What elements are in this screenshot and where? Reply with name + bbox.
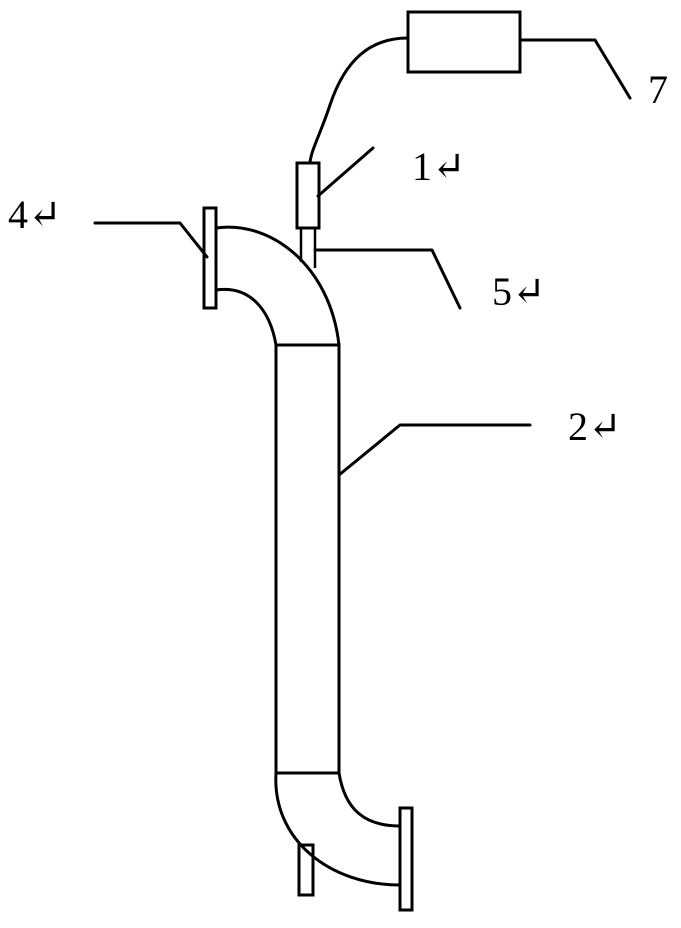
leader-2 [337, 423, 532, 477]
label-2: 2↵ [568, 404, 622, 449]
drain-stub [297, 843, 315, 897]
sensor-body [295, 161, 321, 230]
bottom-elbow-inner [337, 771, 402, 828]
label-5: 5↵ [492, 269, 546, 314]
leader-4 [93, 221, 209, 259]
bottom-elbow-outer [274, 771, 402, 887]
top-flange [202, 206, 218, 310]
leader-5 [313, 248, 462, 310]
top-elbow-inner [214, 287, 278, 347]
leader-7 [518, 38, 632, 100]
sensor-cable [308, 36, 410, 164]
label-1: 1↵ [412, 144, 466, 189]
main-pipe [274, 343, 341, 775]
bottom-flange [398, 806, 414, 912]
device-box [406, 10, 522, 74]
leader-1 [316, 146, 375, 198]
label-7: 7 [648, 67, 668, 112]
top-elbow-outer [214, 225, 341, 347]
label-4: 4↵ [8, 192, 62, 237]
